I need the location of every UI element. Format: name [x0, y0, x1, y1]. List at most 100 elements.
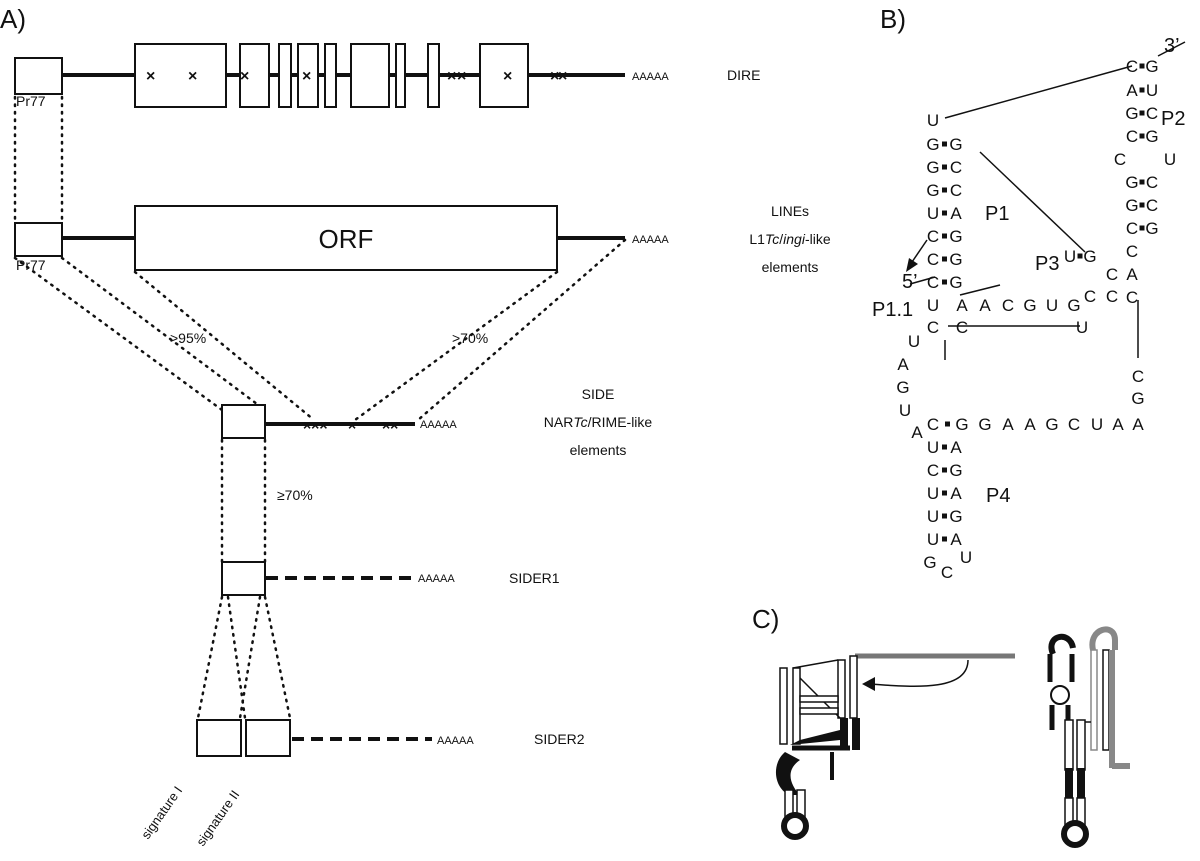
nucleotide-p4-loop-m: C [941, 563, 953, 582]
nucleotide-p2-l1: C [1126, 57, 1138, 76]
internal-loop [1050, 685, 1070, 705]
nucleotide-p4-l5: U [927, 530, 939, 549]
nucleotide-b-u: U [1091, 415, 1103, 434]
base-pair-mark [942, 210, 947, 216]
identity-side: ≥70% [277, 487, 313, 503]
base-pair-mark [942, 141, 947, 147]
nucleotide-p1-l5: C [927, 227, 939, 246]
nucleotide-p2-r4: G [1145, 127, 1158, 146]
strand-line [792, 659, 839, 669]
base-pair-mark [1139, 110, 1145, 116]
nucleotide-b-a4: A [1132, 415, 1144, 434]
dire-exon-2 [239, 43, 270, 108]
base-pair-mark [942, 279, 947, 285]
nucleotide-p3-r3: C [1084, 287, 1096, 306]
nucleotide-p4-r2: G [949, 461, 962, 480]
signature-1-box [196, 719, 242, 757]
stop-mark: × [550, 68, 559, 85]
panel-a-label: A) [0, 4, 26, 34]
base-pair-mark [1139, 133, 1145, 139]
black-segment [840, 718, 848, 750]
connector-dotted [238, 595, 262, 720]
nucleotide-p2-r2: U [1146, 81, 1158, 100]
helix-p3-label: P3 [1035, 253, 1059, 275]
nucleotide-p4-r5: A [950, 530, 962, 549]
nucleotide-p2-l3: G [1125, 104, 1138, 123]
base-pair-mark [1139, 225, 1145, 231]
stop-mark: ×× [382, 417, 398, 433]
black-segment [790, 730, 840, 745]
nucleotide-p4-l1: U [927, 438, 939, 457]
dire-exon-8 [427, 43, 440, 108]
nucleotide-p2-l4: C [1126, 127, 1138, 146]
helix-p1-label: P1 [985, 203, 1009, 225]
nucleotide-b-a3: A [1112, 415, 1124, 434]
connector-dotted [13, 256, 224, 412]
helix-p2-label: P2 [1161, 108, 1185, 130]
nucleotide-j-a2: A [979, 296, 991, 315]
stop-mark: × [457, 68, 466, 85]
nucleotide-j-cl: C [927, 318, 939, 337]
nucleotide-l-a2: A [911, 423, 923, 442]
dire-exon-9 [479, 43, 529, 108]
helix-strand [799, 707, 839, 715]
nucleotide-j-a1: A [956, 296, 968, 315]
stop-mark: × [348, 417, 356, 433]
nucleotide-p1-r1: G [949, 135, 962, 154]
nucleotide-p1-r5: G [949, 227, 962, 246]
nucleotide-p2-l2: A [1126, 81, 1138, 100]
base-pair-mark [1139, 87, 1145, 93]
helix-strand [1090, 649, 1098, 751]
base-pair-mark [942, 164, 947, 170]
strand-line [1157, 41, 1186, 57]
signature-2-box [245, 719, 291, 757]
nucleotide-p2-r6: C [1146, 196, 1158, 215]
helix-strand [1102, 649, 1110, 751]
base-pair-mark [942, 490, 947, 496]
nucleotide-p4-l3: U [927, 484, 939, 503]
nucleotide-l-u2: U [899, 401, 911, 420]
side-element: ××× × ×× AAAAA SIDE NARTc/RIME-like elem… [221, 386, 652, 458]
nucleotide-p1-r4: A [950, 204, 962, 223]
nucleotide-b-g2: G [978, 415, 991, 434]
five-prime-label: 5’ [902, 271, 918, 293]
nucleotide-j-u2: U [1046, 296, 1058, 315]
identity-left: >95% [170, 330, 206, 346]
nucleotide-p1-r6: G [949, 250, 962, 269]
base-pair-mark [942, 467, 947, 473]
strand-line [979, 151, 1086, 253]
nucleotide-p2-r7: G [1145, 219, 1158, 238]
connector-dotted [263, 595, 292, 720]
nucleotide-b-c: C [927, 415, 939, 434]
side-polya: AAAAA [420, 419, 457, 431]
stop-mark: ××× [303, 417, 328, 433]
stop-mark: × [240, 68, 249, 85]
base-pair-mark [1139, 63, 1145, 69]
nucleotide-p4-loop-r: U [960, 548, 972, 567]
strand-line [944, 65, 1133, 119]
transfer-arrow [869, 659, 969, 687]
base-pair-mark [1139, 202, 1145, 208]
nucleotide-j-g1: G [1023, 296, 1036, 315]
connector-dotted [133, 270, 316, 422]
nucleotide-l-u: U [908, 332, 920, 351]
line-promoter-label: Pr77 [16, 257, 46, 273]
line-element: Pr77 ORF AAAAA LINEs L1Tc/ingi-like elem… [14, 203, 831, 275]
nucleotide-p3-r1: C [1106, 265, 1118, 284]
base-pair-mark [942, 444, 947, 450]
stop-mark: × [146, 68, 155, 85]
sider1-polya: AAAAA [418, 573, 455, 585]
nucleotide-p4-r1: A [950, 438, 962, 457]
nucleotide-p2-l10: C [1126, 288, 1138, 307]
nucleotide-p2-l7: C [1126, 219, 1138, 238]
helix-strand [792, 667, 801, 745]
nucleotide-j-g2: G [1067, 296, 1080, 315]
nucleotide-b-a1: A [1002, 415, 1014, 434]
nucleotide-p1-r3: C [950, 181, 962, 200]
helix-p1-1-label: P1.1 [872, 299, 913, 321]
connector-dotted [226, 595, 247, 720]
dire-exon-6 [350, 43, 390, 108]
nucleotide-p2-bulge-l: C [1114, 150, 1126, 169]
nucleotide-b-a2: A [1024, 415, 1036, 434]
